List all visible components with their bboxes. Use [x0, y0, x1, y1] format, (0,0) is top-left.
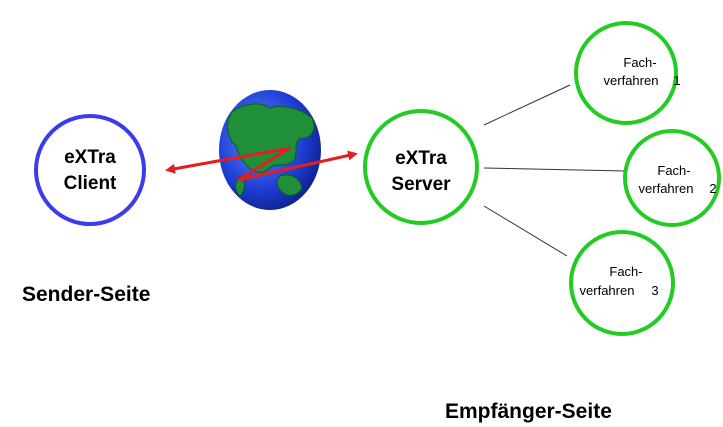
server-label-line1: eXTra — [395, 148, 447, 169]
fach2-line1: Fach- — [657, 163, 690, 178]
server-node: eXTra Server — [363, 109, 479, 225]
receiver-side-label: Empfänger-Seite — [445, 400, 612, 423]
arrow-zigzag — [237, 146, 291, 182]
sender-side-label: Sender-Seite — [22, 283, 150, 306]
fach2-number: 2 — [709, 181, 716, 196]
fachverfahren-node-2: Fach- verfahren 2 — [623, 129, 721, 227]
fach1-line2: verfahren — [604, 73, 659, 88]
fach1-line1: Fach- — [623, 55, 656, 70]
fach3-line2: verfahren — [580, 283, 635, 298]
globe-icon — [219, 90, 321, 210]
client-label-line2: Client — [64, 173, 117, 194]
transfer-arrows — [165, 146, 358, 182]
arrow-to-client — [165, 146, 291, 174]
client-label-line1: eXTra — [64, 147, 116, 168]
fach1-number: 1 — [673, 73, 680, 88]
connector-line-2 — [483, 167, 626, 172]
connector-line-3 — [483, 205, 568, 257]
fach3-number: 3 — [651, 283, 658, 298]
server-label-line2: Server — [391, 174, 451, 195]
fach3-line1: Fach- — [609, 264, 642, 279]
arrow-to-server — [237, 150, 358, 182]
fachverfahren-node-1: Fach- verfahren 1 — [574, 21, 681, 125]
fach2-line2: verfahren — [639, 181, 694, 196]
fachverfahren-node-3: Fach- verfahren 3 — [569, 230, 675, 336]
client-node: eXTra Client — [34, 114, 146, 226]
connector-line-1 — [483, 84, 571, 126]
